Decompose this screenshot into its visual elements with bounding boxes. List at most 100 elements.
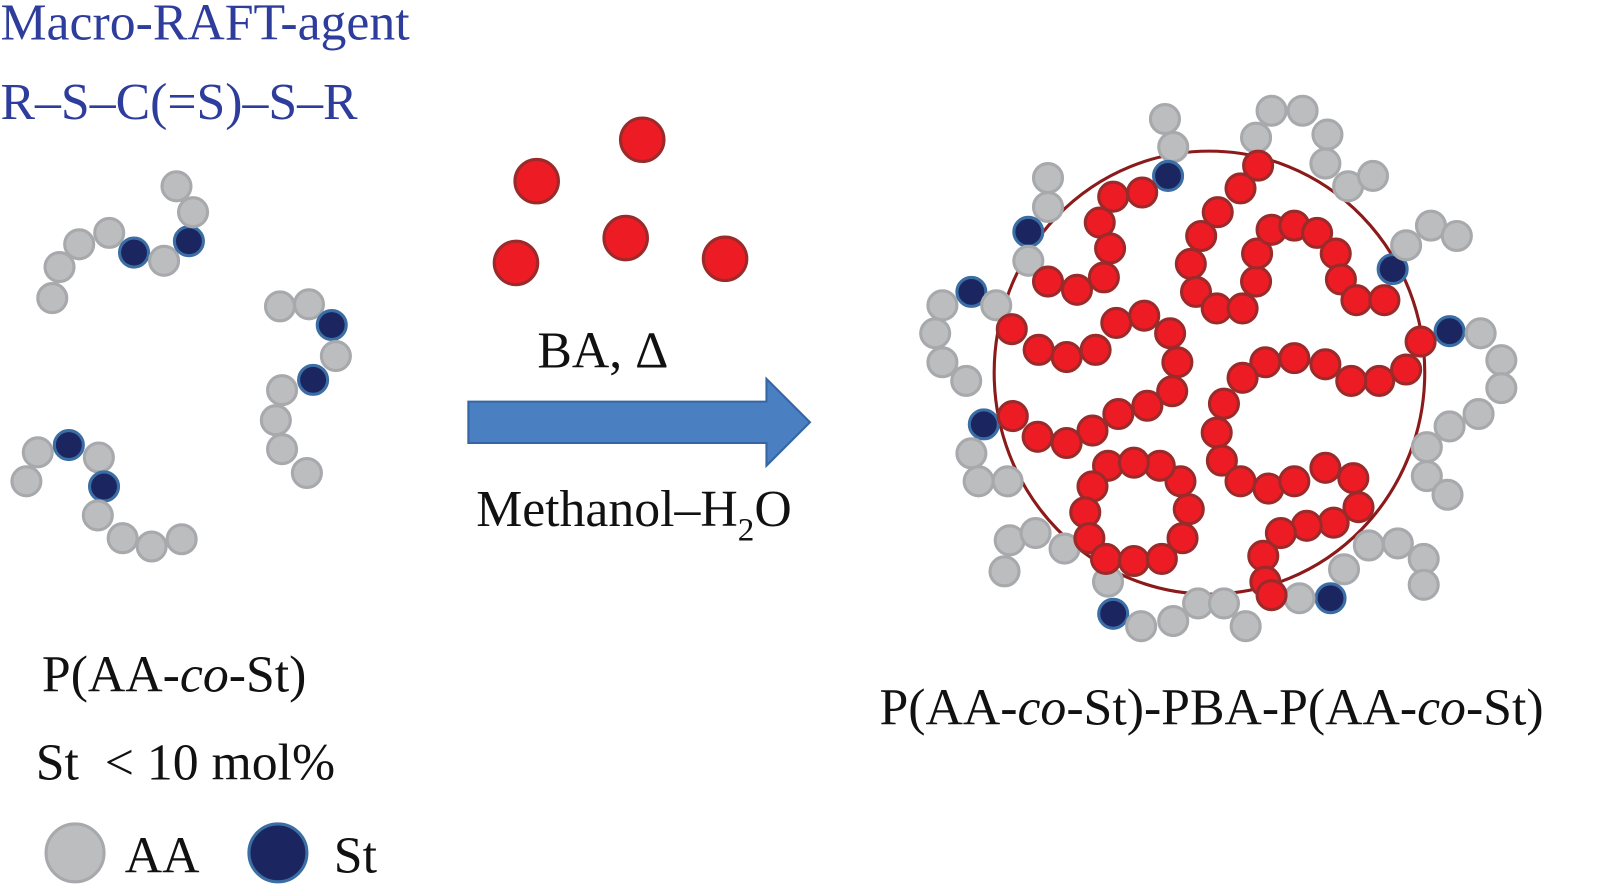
ba-bead xyxy=(1337,462,1370,495)
ba-bead xyxy=(1179,275,1213,308)
aa-bead xyxy=(1356,159,1390,193)
ba-bead xyxy=(1154,317,1187,350)
aa-bead xyxy=(1464,317,1497,350)
ba-bead xyxy=(1094,232,1127,265)
st-bead xyxy=(1152,159,1185,193)
aa-bead xyxy=(1390,229,1423,262)
ba-bead xyxy=(1069,496,1102,529)
ba-bead xyxy=(1335,364,1368,397)
ba-bead xyxy=(1022,333,1055,366)
st-bead xyxy=(172,225,205,258)
aa-bead xyxy=(1462,397,1495,431)
solvent-label: Methanol–H2O xyxy=(476,481,792,548)
ba-bead xyxy=(1117,544,1150,578)
reaction-arrow xyxy=(467,376,812,469)
ba-bead xyxy=(1319,237,1352,270)
st-bead xyxy=(1376,253,1409,286)
aa-bead xyxy=(1407,568,1440,601)
ba-bead xyxy=(996,400,1029,433)
ba-bead xyxy=(1087,261,1120,294)
st-bead xyxy=(955,275,988,308)
aa-bead xyxy=(93,216,126,249)
aa-bead xyxy=(263,290,297,323)
ba-bead xyxy=(1073,522,1106,555)
ba-bead xyxy=(1200,416,1233,449)
aa-bead xyxy=(63,228,96,261)
aa-bead xyxy=(1433,410,1466,443)
reactant-name: P(AA-co-St) xyxy=(42,646,306,703)
aa-bead xyxy=(290,456,323,490)
st-bead xyxy=(1012,215,1045,248)
aa-bead xyxy=(1485,344,1518,377)
legend-st-label: St xyxy=(334,828,378,885)
ba-bead xyxy=(1156,375,1189,408)
legend: AA St xyxy=(44,822,378,885)
st-bead xyxy=(315,308,348,342)
gray-bead-icon xyxy=(44,822,106,884)
aa-bead xyxy=(1207,587,1240,620)
aa-bead xyxy=(165,523,198,556)
title-line2: R–S–C(=S)–S–R xyxy=(1,74,359,131)
ba-bead xyxy=(1089,542,1122,575)
ba-bead xyxy=(1278,465,1311,498)
ba-bead xyxy=(513,157,560,205)
ba-bead xyxy=(1161,346,1194,379)
reagent-label: BA, Δ xyxy=(537,322,668,379)
ba-bead xyxy=(1060,273,1094,306)
aa-bead xyxy=(1157,604,1190,638)
aa-bead xyxy=(1125,610,1158,643)
ba-bead xyxy=(1363,364,1396,397)
aa-bead xyxy=(962,465,995,498)
st-bead xyxy=(1314,582,1347,615)
ba-bead xyxy=(1278,342,1311,375)
ba-bead xyxy=(1117,446,1150,479)
ba-bead xyxy=(1174,247,1207,280)
ba-bead xyxy=(1342,491,1375,524)
aa-bead xyxy=(106,522,139,555)
aa-bead xyxy=(980,289,1013,322)
ba-bead xyxy=(1166,522,1199,555)
ba-bead xyxy=(1309,451,1342,484)
legend-aa-label: AA xyxy=(125,828,200,885)
aa-bead xyxy=(1157,130,1190,164)
aa-bead xyxy=(991,465,1024,498)
ba-bead xyxy=(1239,265,1273,298)
aa-bead xyxy=(1352,529,1385,562)
aa-bead xyxy=(176,196,210,229)
ba-bead xyxy=(1031,265,1065,298)
navy-bead-icon xyxy=(247,822,309,884)
aa-bead xyxy=(135,530,168,563)
st-bead xyxy=(52,429,85,462)
aa-bead xyxy=(926,346,959,379)
ba-bead xyxy=(1226,292,1259,325)
st-bead xyxy=(1433,315,1466,348)
ba-bead xyxy=(1242,149,1275,182)
ba-bead xyxy=(1317,506,1350,539)
aa-bead xyxy=(292,288,326,321)
aa-bead xyxy=(988,555,1021,588)
st-bead xyxy=(1097,597,1130,630)
ba-bead xyxy=(1207,387,1240,420)
aa-bead xyxy=(36,282,69,315)
ba-bead xyxy=(602,214,649,262)
aa-bead xyxy=(1485,372,1518,405)
ba-bead xyxy=(1226,361,1259,394)
ba-bead xyxy=(1131,389,1164,422)
title-line1: Macro-RAFT-agent xyxy=(1,0,411,51)
aa-bead xyxy=(1410,431,1443,464)
aa-bead xyxy=(266,374,299,407)
ba-bead xyxy=(1340,284,1373,317)
aa-bead xyxy=(1327,553,1361,586)
ba-bead xyxy=(1145,542,1178,575)
ba-bead xyxy=(1079,333,1112,366)
ba-bead xyxy=(1050,426,1083,460)
aa-bead xyxy=(955,437,988,470)
st-bead xyxy=(297,363,330,396)
ba-bead xyxy=(1126,176,1159,209)
aa-bead xyxy=(43,250,76,284)
ba-bead xyxy=(701,235,749,283)
ba-bead xyxy=(1201,196,1234,229)
aa-bead xyxy=(1255,94,1288,127)
aa-bead xyxy=(148,244,181,277)
ba-bead xyxy=(1205,444,1238,477)
